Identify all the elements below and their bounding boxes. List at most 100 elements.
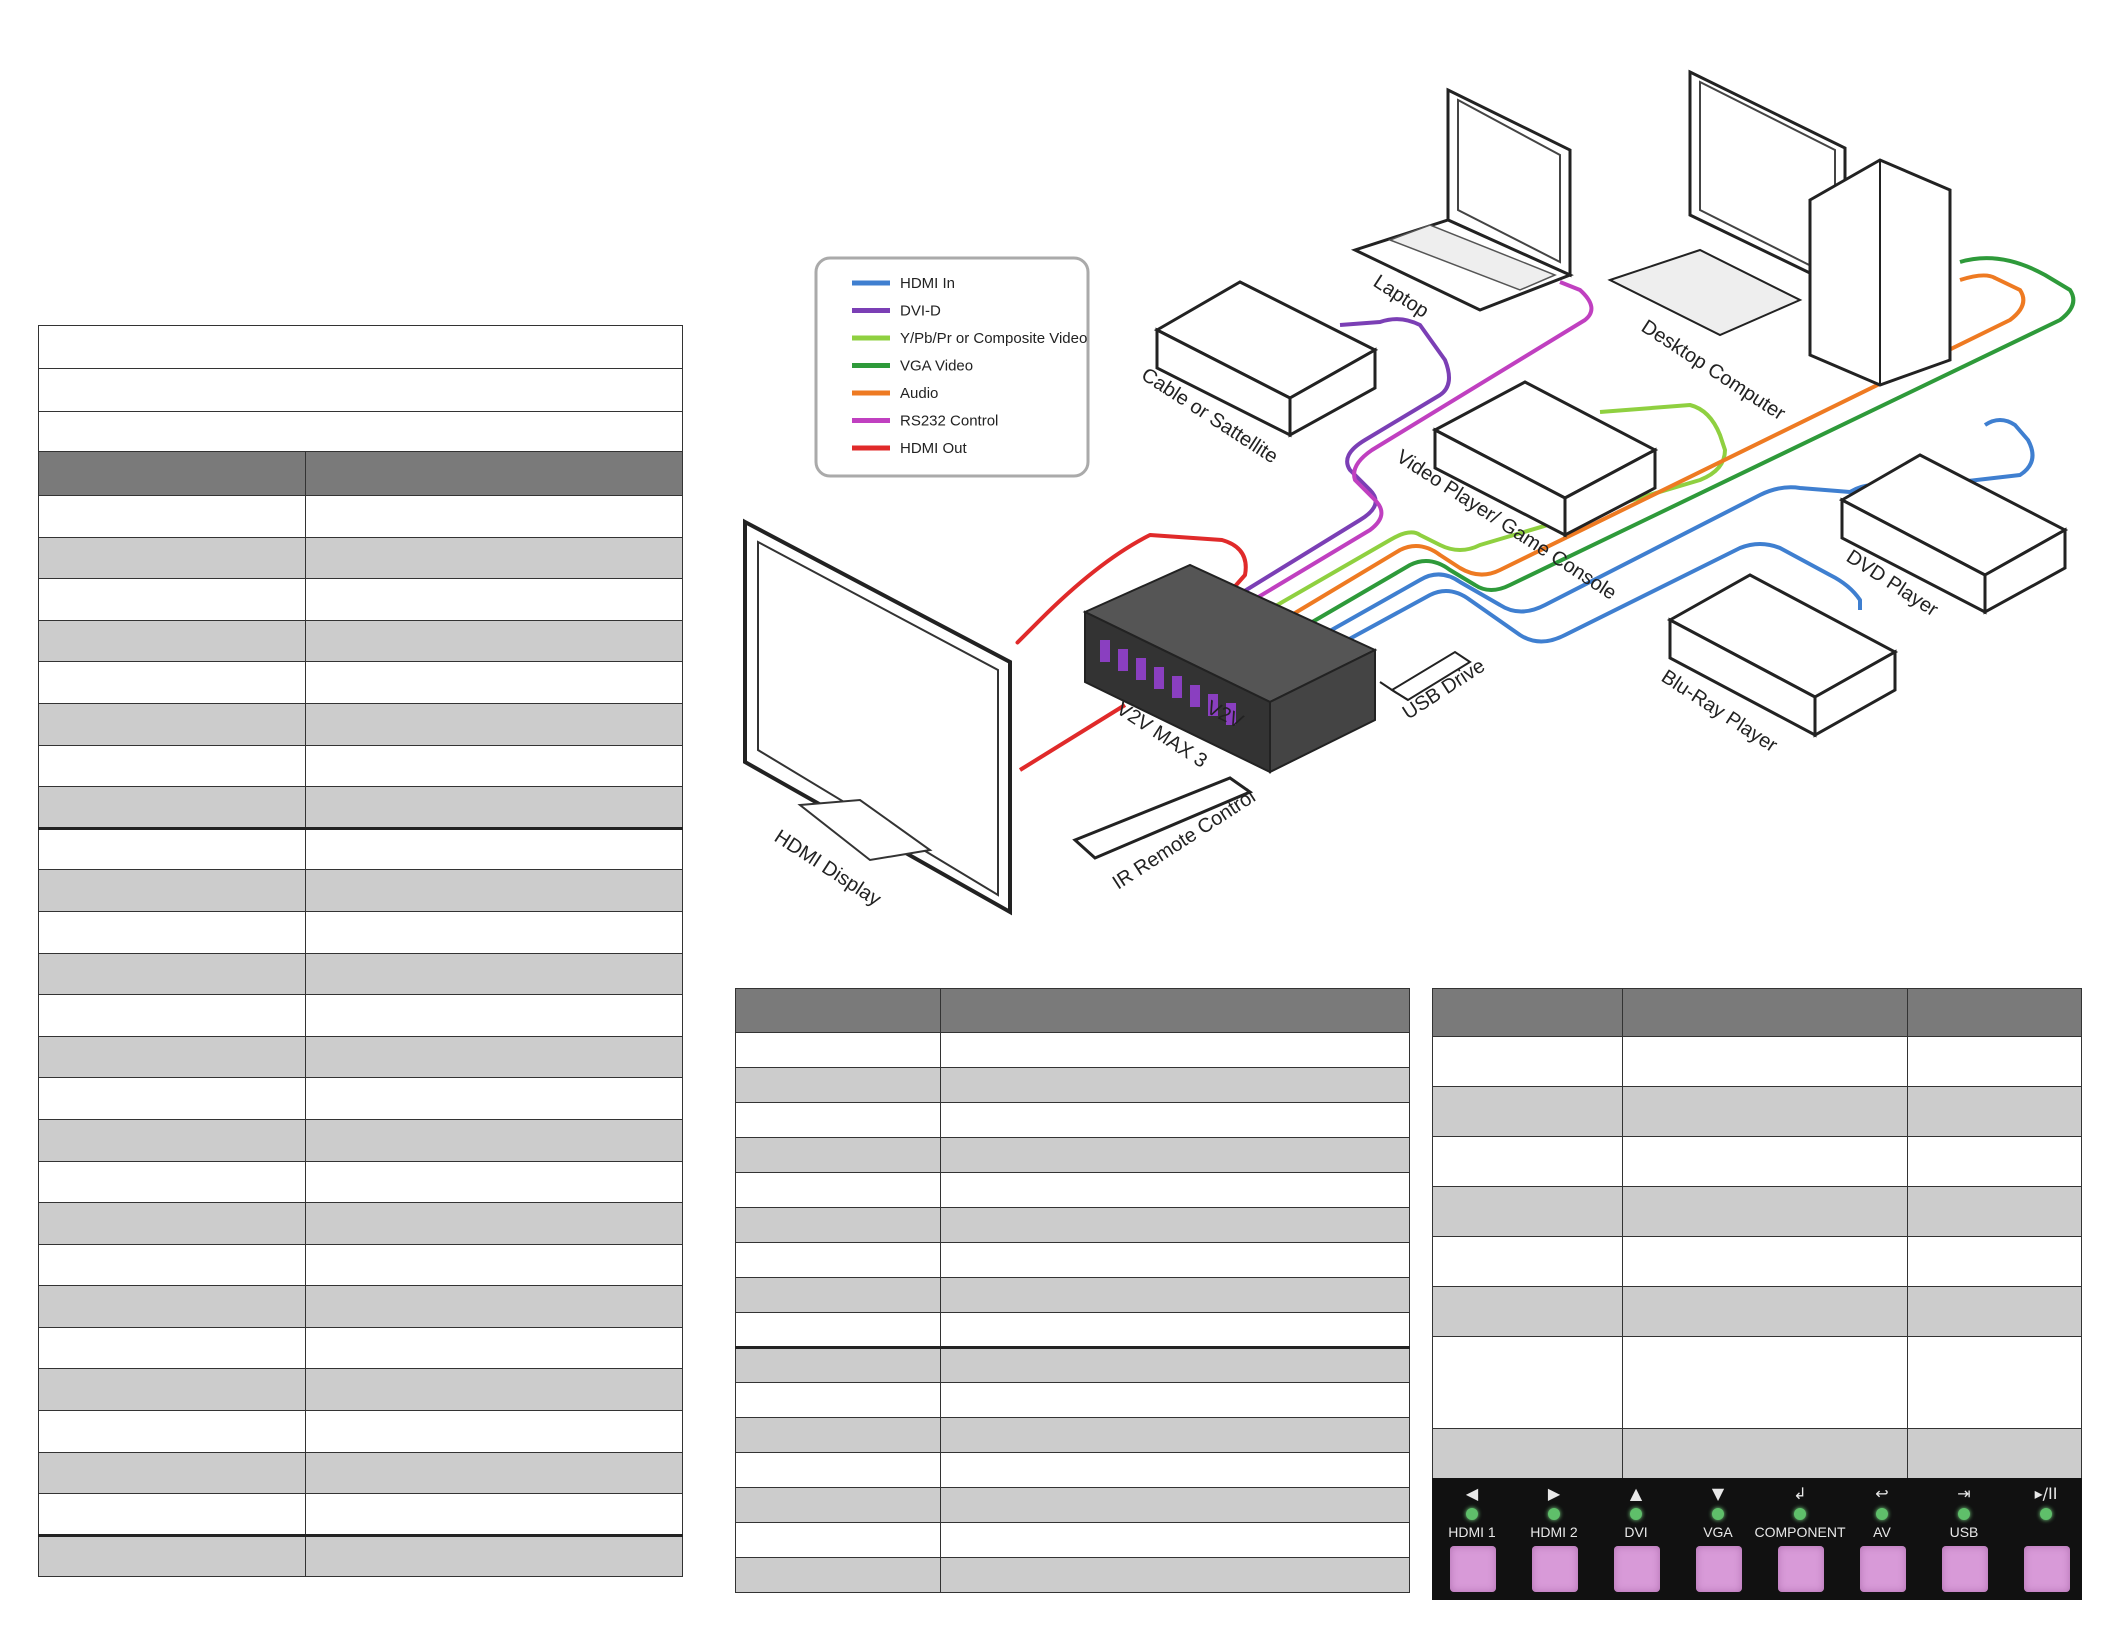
v2v-front-button — [1136, 658, 1146, 680]
v2v-front-button — [1172, 676, 1182, 698]
table-row — [38, 495, 683, 538]
panel-key[interactable] — [1696, 1546, 1742, 1592]
table-row-cell — [305, 702, 683, 746]
table-row — [735, 1207, 1410, 1243]
right-table-header-cell — [1622, 988, 1908, 1037]
v2v-front-button — [1100, 640, 1110, 662]
panel-key[interactable] — [1942, 1546, 1988, 1592]
panel-key[interactable] — [1778, 1546, 1824, 1592]
table-row-cell — [38, 661, 306, 704]
table-row-cell — [1907, 1428, 2082, 1479]
table-row-cell — [735, 1346, 941, 1383]
panel-button-usb[interactable]: ⇥USB — [1934, 1478, 1994, 1600]
left-table-title-row-cell — [38, 325, 683, 369]
mid-table-header — [735, 988, 1410, 1033]
table-row-cell — [940, 1172, 1410, 1208]
table-row — [38, 702, 683, 746]
panel-key[interactable] — [1860, 1546, 1906, 1592]
panel-key[interactable] — [2024, 1546, 2070, 1592]
table-row-cell — [305, 536, 683, 580]
table-row — [1432, 1336, 2082, 1429]
v2v-front-button — [1190, 685, 1200, 707]
left-table-title-row-cell — [38, 411, 683, 452]
table-row — [735, 1137, 1410, 1173]
table-row — [1432, 1236, 2082, 1287]
table-row-cell — [305, 1533, 683, 1578]
play-pause-icon: ▸/II — [2034, 1484, 2058, 1503]
table-row-cell — [940, 1207, 1410, 1243]
table-row-cell — [305, 994, 683, 1037]
left-table-title-row-cell — [38, 368, 683, 412]
table-row-cell — [38, 1077, 306, 1120]
panel-key[interactable] — [1532, 1546, 1578, 1592]
down-arrow-icon: ▼ — [1711, 1484, 1725, 1503]
table-row-cell — [305, 869, 683, 912]
table-row-cell — [940, 1312, 1410, 1348]
table-row-cell — [38, 1035, 306, 1079]
panel-button-hdmi2[interactable]: ▶HDMI 2 — [1524, 1478, 1584, 1600]
mid-table-header-cell — [940, 988, 1410, 1033]
table-row — [735, 1312, 1410, 1348]
table-row-cell — [305, 826, 683, 871]
table-row-cell — [940, 1522, 1410, 1558]
left-arrow-icon: ◀ — [1465, 1484, 1479, 1503]
panel-button-vga[interactable]: ▼VGA — [1688, 1478, 1748, 1600]
table-row — [38, 536, 683, 580]
table-row-cell — [940, 1137, 1410, 1173]
table-row — [1432, 1286, 2082, 1337]
table-row-cell — [305, 1202, 683, 1245]
vga-cable — [1288, 256, 2076, 637]
panel-button-dvi[interactable]: ▲DVI — [1606, 1478, 1666, 1600]
hdmi-out-cable — [1015, 533, 1248, 645]
table-row-cell — [305, 952, 683, 996]
legend-label: VGA Video — [900, 358, 973, 375]
table-row-cell — [38, 786, 306, 829]
table-row-cell — [305, 1451, 683, 1495]
table-row — [1432, 1136, 2082, 1187]
panel-button-component[interactable]: ↲COMPONENT — [1755, 1478, 1846, 1600]
table-row-cell — [940, 1382, 1410, 1418]
table-row-cell — [1622, 1336, 1908, 1429]
table-row-cell — [1907, 1036, 2082, 1087]
legend-label: Audio — [900, 385, 938, 402]
table-row-cell — [305, 910, 683, 954]
table-row — [38, 1243, 683, 1287]
table-row — [38, 1202, 683, 1245]
table-row-cell — [38, 536, 306, 580]
panel-button-hdmi1[interactable]: ◀HDMI 1 — [1442, 1478, 1502, 1600]
table-row-cell — [38, 994, 306, 1037]
table-row — [735, 1032, 1410, 1068]
table-row-cell — [735, 1487, 941, 1523]
table-row — [38, 619, 683, 663]
ir-remote — [1072, 776, 1254, 860]
table-row-cell — [1622, 1136, 1908, 1187]
table-row-cell — [940, 1067, 1410, 1103]
table-row-cell — [305, 1368, 683, 1412]
table-row-cell — [1907, 1336, 2082, 1429]
front-panel-button-strip: ◀HDMI 1 ▶HDMI 2 ▲DVI ▼VGA↲COMPONENT↩AV ⇥USB ▸… — [1432, 1478, 2082, 1600]
panel-key[interactable] — [1614, 1546, 1660, 1592]
table-row-cell — [1622, 1428, 1908, 1479]
audio-cable — [1273, 273, 2026, 627]
table-row-cell — [735, 1067, 941, 1103]
table-row-cell — [735, 1207, 941, 1243]
panel-button-label: HDMI 2 — [1530, 1524, 1578, 1540]
panel-button-play-pause[interactable]: ▸/II — [2016, 1478, 2076, 1600]
panel-key[interactable] — [1450, 1546, 1496, 1592]
legend-label: DVI-D — [900, 303, 941, 320]
table-row-cell — [305, 1493, 683, 1536]
table-row — [735, 1277, 1410, 1313]
table-row-cell — [735, 1102, 941, 1138]
table-row-cell — [1432, 1086, 1623, 1137]
rs232-cable — [1243, 280, 1594, 607]
table-row-cell — [305, 495, 683, 538]
status-led — [1958, 1508, 1970, 1520]
panel-button-av[interactable]: ↩AV — [1852, 1478, 1912, 1600]
table-row — [38, 1285, 683, 1328]
table-row-cell — [940, 1452, 1410, 1488]
left-table-header-cell — [305, 451, 683, 496]
table-row-cell — [305, 1035, 683, 1079]
table-row — [38, 1326, 683, 1370]
table-row — [38, 1451, 683, 1495]
